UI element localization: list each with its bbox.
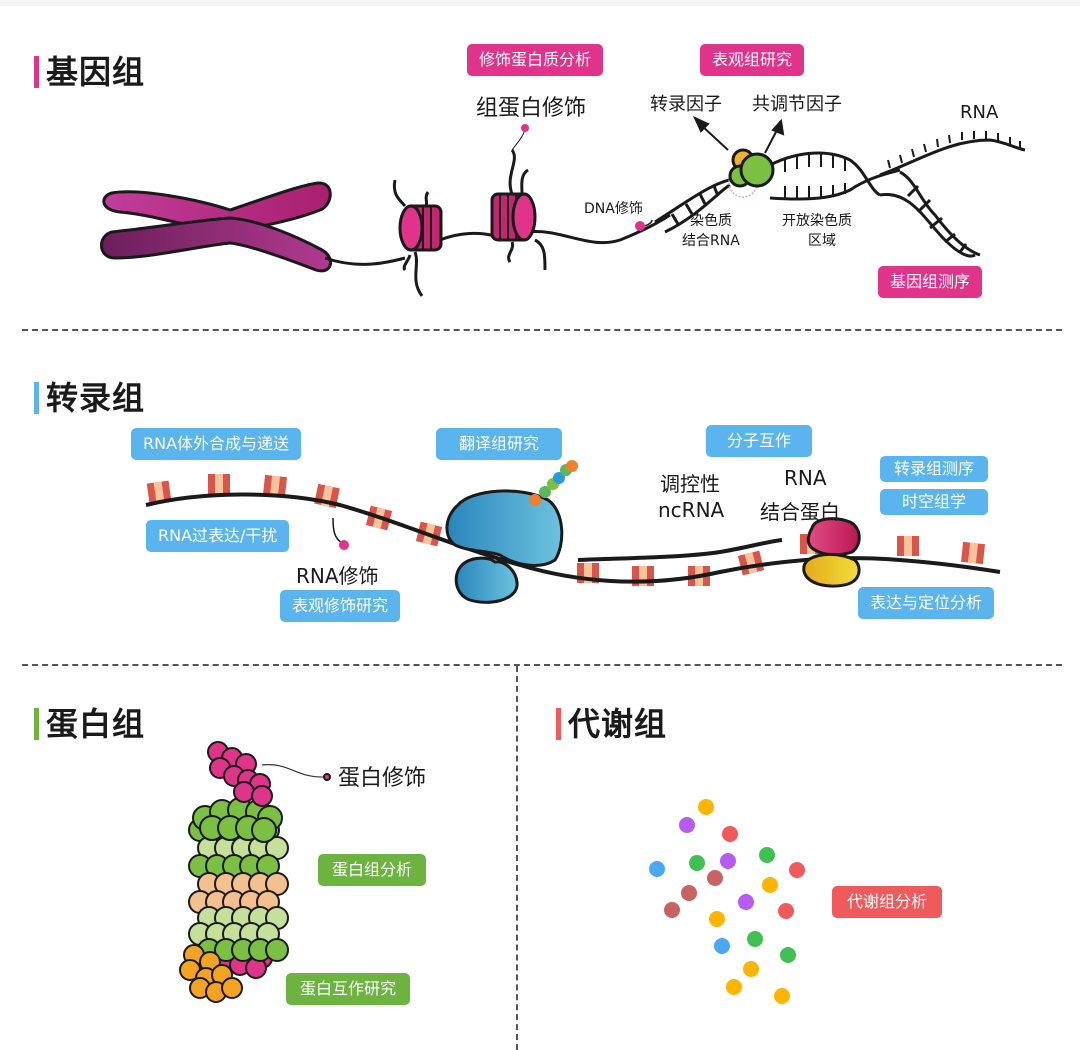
proteome-title: 蛋白组 <box>34 704 145 744</box>
metabolite-dot <box>689 855 705 871</box>
label-dna-modification: DNA修饰 <box>584 201 643 217</box>
peptide-chain-icon <box>529 460 578 506</box>
transcriptome-title: 转录组 <box>34 378 145 418</box>
metabolite-dot <box>722 826 738 842</box>
dna-mod-mark-icon <box>635 221 645 231</box>
label-protein-modification: 蛋白修饰 <box>338 766 427 791</box>
metabolite-dot <box>743 961 759 977</box>
label-histone-modification: 组蛋白修饰 <box>476 96 587 121</box>
top-edge-strip <box>0 0 1080 6</box>
badge-spatiotemporal-omics[interactable]: 时空组学 <box>880 489 988 515</box>
metabolite-dot <box>714 938 730 954</box>
label-open-chromatin-line2: 区域 <box>808 233 836 249</box>
arrow-icon <box>692 115 785 154</box>
mrna-strand <box>145 492 1001 584</box>
badge-transcriptome-sequencing[interactable]: 转录组测序 <box>880 456 988 482</box>
label-open-chromatin-line1: 开放染色质 <box>782 213 852 229</box>
badge-epigenetic-modification-research[interactable]: 表观修饰研究 <box>280 590 401 622</box>
metabolite-dot <box>762 877 778 893</box>
badge-rna-overexpression-interference[interactable]: RNA过表达/干扰 <box>146 520 290 552</box>
metabolite-dot <box>681 885 697 901</box>
badge-epigenome-research[interactable]: 表观组研究 <box>700 44 805 76</box>
ncrna-strand <box>577 538 783 562</box>
metabolite-dot <box>774 988 790 1004</box>
metabolite-dot <box>720 853 736 869</box>
label-chromatin-rna-line2: 结合RNA <box>682 233 740 249</box>
badge-metabolome-analysis[interactable]: 代谢组分析 <box>832 886 942 918</box>
protein-subunit <box>221 977 243 999</box>
metabolite-dot <box>759 847 775 863</box>
badge-genome-sequencing[interactable]: 基因组测序 <box>878 266 983 298</box>
metabolite-dot <box>664 902 680 918</box>
label-transcription-factor: 转录因子 <box>650 94 722 115</box>
histone-mark-icon <box>521 124 529 132</box>
badge-translatome-research[interactable]: 翻译组研究 <box>436 428 562 460</box>
metabolite-dot <box>747 931 763 947</box>
metabolite-dot <box>707 870 723 886</box>
label-rbp-line2: 结合蛋白 <box>760 500 840 524</box>
metabolite-dot <box>649 861 665 877</box>
rna-binding-protein-icon <box>802 517 861 588</box>
metabolite-dot <box>709 911 725 927</box>
badge-expression-localization-analysis[interactable]: 表达与定位分析 <box>858 587 994 619</box>
transcription-factor-complex-icon <box>728 148 775 188</box>
nucleosome-icon <box>392 179 443 297</box>
badge-protein-interaction-research[interactable]: 蛋白互作研究 <box>286 973 410 1005</box>
metabolome-title: 代谢组 <box>556 704 667 744</box>
protein-mod-mark-icon <box>323 773 331 781</box>
metabolite-dot <box>738 894 754 910</box>
label-rbp-line1: RNA <box>784 466 827 490</box>
label-rna-modification: RNA修饰 <box>296 564 379 588</box>
metabolite-dot <box>726 979 742 995</box>
protein-mod-line <box>261 764 326 778</box>
label-coregulator: 共调节因子 <box>752 94 842 115</box>
badge-rna-synthesis-delivery[interactable]: RNA体外合成与递送 <box>131 428 302 460</box>
metabolite-dot <box>679 817 695 833</box>
label-regulatory-ncrna-line1: 调控性 <box>660 472 720 496</box>
label-regulatory-ncrna-line2: ncRNA <box>658 498 725 522</box>
section-divider-vertical <box>516 666 518 1050</box>
genome-title: 基因组 <box>34 52 145 92</box>
chromosome-icon <box>100 181 332 273</box>
ribosome-icon <box>445 489 564 604</box>
dna-helix-icon <box>654 131 1026 258</box>
metabolite-dot <box>789 862 805 878</box>
nucleosome-icon <box>490 124 547 271</box>
protein-subunit <box>251 817 277 843</box>
badge-proteome-analysis[interactable]: 蛋白组分析 <box>318 854 426 886</box>
section-divider <box>22 329 1062 331</box>
metabolite-dot <box>778 903 794 919</box>
genome-illustration <box>100 115 1026 297</box>
label-chromatin-rna-line1: 染色质 <box>690 213 732 229</box>
metabolite-dot <box>780 947 796 963</box>
metabolite-dot <box>698 799 714 815</box>
section-divider <box>22 664 1062 666</box>
badge-molecular-interaction[interactable]: 分子互作 <box>706 425 812 457</box>
badge-modified-protein-analysis[interactable]: 修饰蛋白质分析 <box>467 44 604 76</box>
protein-subunit <box>251 785 273 807</box>
rna-mod-mark-icon <box>339 540 349 550</box>
protein-subunit <box>265 938 289 962</box>
proteome-illustration <box>179 741 331 1003</box>
transcriptome-illustration <box>145 460 1001 604</box>
label-rna: RNA <box>960 102 999 123</box>
